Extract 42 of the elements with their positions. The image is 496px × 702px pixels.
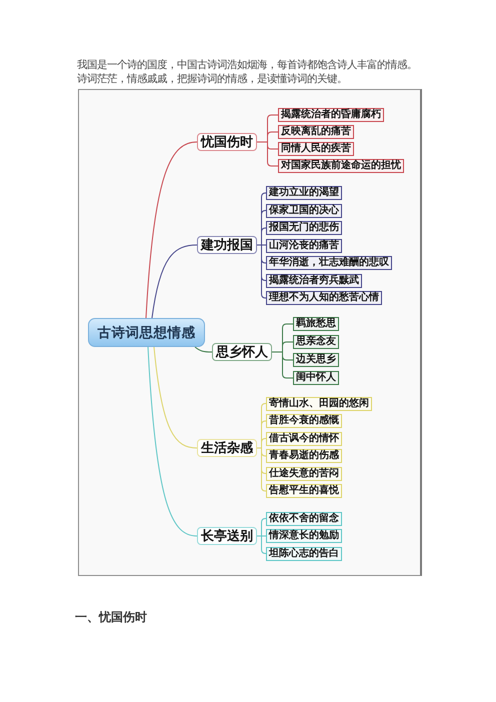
subtopic-box: 同情人民的疾苦 <box>278 142 354 156</box>
connector-line <box>154 346 198 448</box>
connector-line <box>256 536 266 554</box>
subtopic-box: 反映离乱的痛苦 <box>278 125 354 139</box>
subtopic-box: 坦陈心志的告白 <box>266 546 342 560</box>
subtopic-box: 揭露统治者的昏庸腐朽 <box>278 108 384 122</box>
subtopic-box: 思亲念友 <box>293 335 339 349</box>
branch-topic-box: 思乡怀人 <box>212 343 272 361</box>
subtopic-box: 依依不舍的留念 <box>266 512 342 526</box>
branch-topic-box: 生活杂感 <box>197 439 257 457</box>
connector-line <box>256 142 278 166</box>
subtopic-box: 青春易逝的伤感 <box>266 449 342 463</box>
subtopic-box: 羁旅愁思 <box>293 317 339 331</box>
subtopic-box: 保家卫国的决心 <box>266 204 342 218</box>
branch-topic-box: 忧国伤时 <box>197 133 257 151</box>
subtopic-box: 边关思乡 <box>293 353 339 367</box>
subtopic-box: 寄情山水、田园的悠闲 <box>266 396 372 410</box>
subtopic-box: 对国家民族前途命运的担忧 <box>278 159 404 173</box>
subtopic-box: 告慰平生的喜悦 <box>266 484 342 498</box>
subtopic-box: 建功立业的渴望 <box>266 186 342 200</box>
subtopic-box: 闺中怀人 <box>293 371 339 385</box>
intro-paragraph: 我国是一个诗的国度，中国古诗词浩如烟海，每首诗都饱含诗人丰富的情感。诗词茫茫，情感戚戚，把握诗词的情感，是读懂诗词的关键。 <box>77 59 418 86</box>
subtopic-box: 借古讽今的情怀 <box>266 432 342 446</box>
subtopic-box: 理想不为人知的愁苦心情 <box>266 291 382 305</box>
subtopic-box: 仕途失意的苦闷 <box>266 466 342 480</box>
connector-line <box>256 244 266 298</box>
subtopic-box: 报国无门的悲伤 <box>266 221 342 235</box>
branch-topic-box: 长亭送别 <box>197 527 257 545</box>
subtopic-box: 昔胜今衰的感慨 <box>266 414 342 428</box>
connector-line <box>146 142 198 318</box>
connector-line <box>256 448 266 492</box>
branch-topic-box: 建功报国 <box>197 236 257 254</box>
subtopic-box: 揭露统治者穷兵黩武 <box>266 274 362 288</box>
subtopic-box: 年华消逝，壮志难酬的悲叹 <box>266 256 392 270</box>
connector-line <box>152 244 198 318</box>
subtopic-box: 情深意长的勉励 <box>266 529 342 543</box>
connector-line <box>194 346 212 352</box>
subtopic-box: 山河沦丧的痛苦 <box>266 238 342 252</box>
connector-line <box>272 352 294 378</box>
central-topic-box: 古诗词思想情感 <box>88 318 205 347</box>
section-heading: 一、忧国伤时 <box>75 610 147 625</box>
connector-line <box>148 346 198 536</box>
